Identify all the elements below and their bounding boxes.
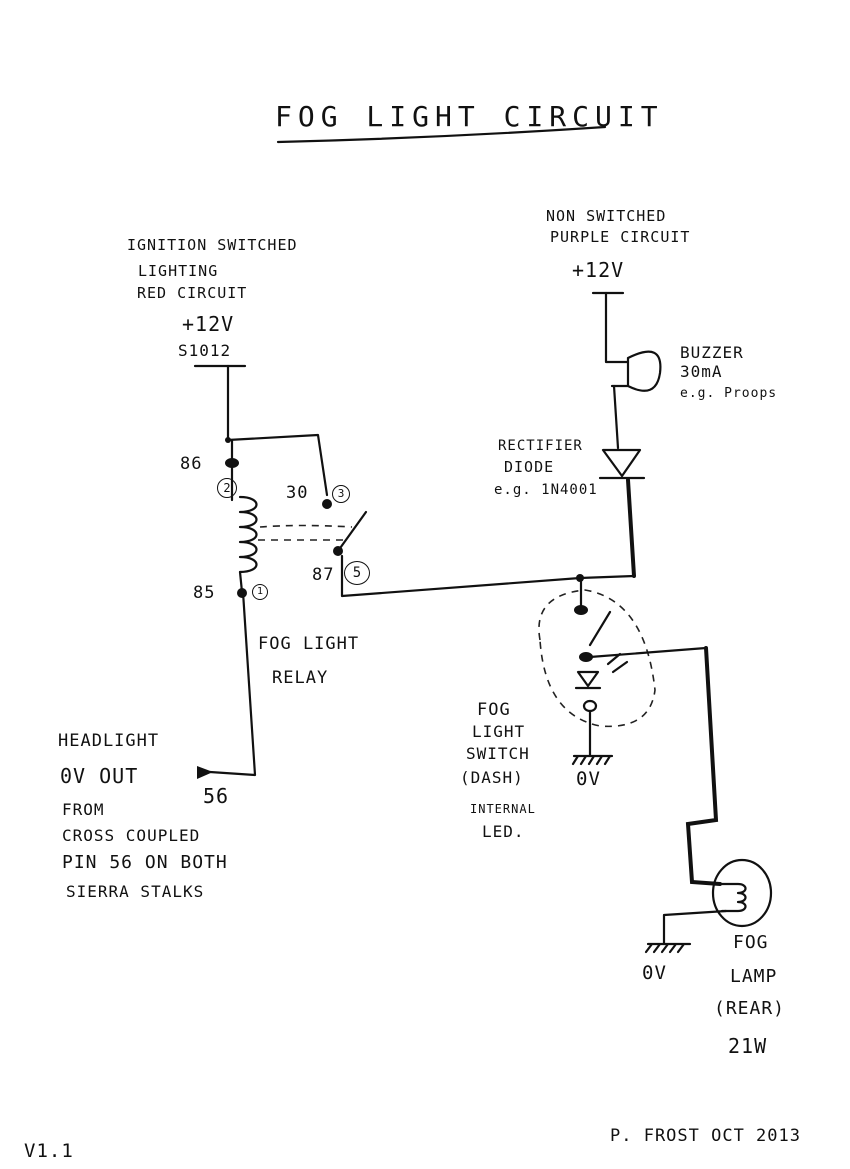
left-supply-label-1: IGNITION SWITCHED [127,236,298,254]
switch-to-lamp-wire [588,646,708,659]
title-underline [276,125,607,144]
page-title: FOG LIGHT CIRCUIT [275,100,664,133]
buzzer-to-diode [612,384,620,450]
lamp-ground-symbol [644,942,692,954]
diode-to-junction [626,478,636,578]
left-supply-label-3: RED CIRCUIT [137,284,248,302]
lamp-feed-wire [685,646,722,886]
switch-ground-label: 0V [576,768,601,790]
led-terminal [582,699,598,713]
relay-label-1: FOG LIGHT [258,634,360,654]
relay-circled-5: 5 [344,561,370,585]
switch-label-1: FOG [477,700,511,720]
switch-blade [588,610,612,647]
diode-label-2: DIODE [504,458,555,476]
left-supply-ref: S1012 [178,341,232,360]
switch-label-3: SWITCH [466,744,530,763]
left-supply-label-2: LIGHTING [138,262,219,280]
headlight-from-3: PIN 56 ON BOTH [62,852,228,873]
relay-circled-3: 3 [332,485,350,503]
switch-label-4: (DASH) [460,768,524,787]
switch-housing [538,589,656,728]
relay-87-wire [340,554,636,598]
relay-85-wire [208,590,257,777]
fog-lamp-filament [720,882,747,913]
headlight-label-1: HEADLIGHT [58,731,160,751]
switch-label-2: LIGHT [472,722,526,741]
buzzer-label-1: BUZZER [680,343,744,362]
relay-pin-86: 86 [180,454,203,474]
headlight-from-2: CROSS COUPLED [62,826,201,845]
lamp-power: 21W [728,1034,768,1058]
relay-contact-blade [336,510,368,553]
relay-pin-87: 87 [312,565,335,585]
switch-note-2: LED. [482,822,525,841]
version-label: V1.1 [24,1140,74,1162]
right-supply-label-2: PURPLE CIRCUIT [550,228,691,246]
switch-terminal-out [579,652,593,662]
switch-terminal-in [574,605,588,615]
diode-label-1: RECTIFIER [498,438,583,454]
buzzer-body [610,350,662,392]
lamp-label-3: (REAR) [714,998,786,1019]
left-supply-wire [226,364,329,497]
junction-dot [225,437,231,443]
led-light-arrows [606,652,629,674]
headlight-from-1: FROM [62,800,105,819]
headlight-pin-56: 56 [203,784,230,808]
fog-lamp-bulb [711,858,773,928]
buzzer-label-2: 30mA [680,362,723,381]
diode-label-3: e.g. 1N4001 [494,482,598,498]
relay-circled-2: 2 [217,478,237,498]
right-supply-voltage: +12V [572,258,625,282]
headlight-arrow [197,766,213,779]
relay-label-2: RELAY [272,668,329,688]
relay-terminal-86 [225,458,239,468]
lamp-ground-label: 0V [642,962,667,984]
relay-terminal-30 [322,499,332,509]
headlight-from-4: SIERRA STALKS [66,882,205,901]
relay-pin-30: 30 [286,483,309,503]
relay-terminal-85 [237,588,247,598]
right-supply-label-1: NON SWITCHED [546,207,667,225]
left-supply-voltage: +12V [182,312,235,336]
relay-circled-1: 1 [252,584,268,600]
right-supply-wire [604,291,630,364]
lamp-label-2: LAMP [730,966,778,987]
author-date-label: P. FROST OCT 2013 [610,1126,801,1146]
switch-ground-symbol [571,754,614,766]
relay-pin-85: 85 [193,583,216,603]
relay-coil [238,495,258,574]
led-symbol [574,670,602,690]
buzzer-label-3: e.g. Proops [680,386,778,401]
relay-armature-link-1 [259,524,353,528]
headlight-label-2: 0V OUT [60,764,139,788]
lamp-label-1: FOG [733,932,769,953]
diode-symbol [598,448,646,480]
lamp-ground-wire [662,909,728,946]
switch-note-1: INTERNAL [470,802,536,816]
